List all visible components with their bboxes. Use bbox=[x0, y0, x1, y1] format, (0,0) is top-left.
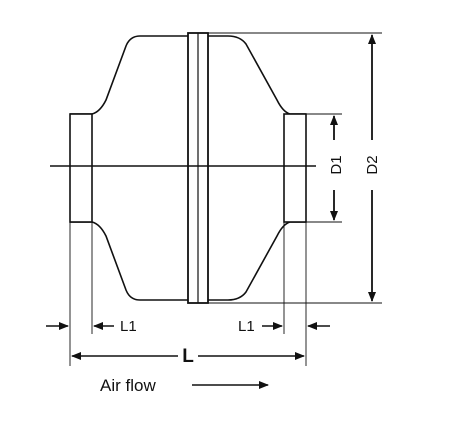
housing-lower-outline bbox=[70, 221, 306, 301]
l1-right-label: L1 bbox=[238, 318, 255, 335]
l1-left-label: L1 bbox=[120, 318, 137, 335]
d2-dimension bbox=[208, 32, 382, 304]
inlet-collar bbox=[69, 113, 93, 223]
length-extension-lines bbox=[69, 222, 307, 366]
fan-housing bbox=[70, 35, 306, 301]
housing-upper-outline bbox=[70, 35, 306, 115]
air-flow-label: Air flow bbox=[100, 376, 156, 395]
d1-dimension bbox=[306, 113, 342, 223]
l-label: L bbox=[182, 346, 194, 367]
d1-label: D1 bbox=[328, 155, 345, 174]
outlet-collar bbox=[283, 113, 307, 223]
d2-label: D2 bbox=[364, 155, 381, 174]
collars bbox=[69, 113, 307, 223]
